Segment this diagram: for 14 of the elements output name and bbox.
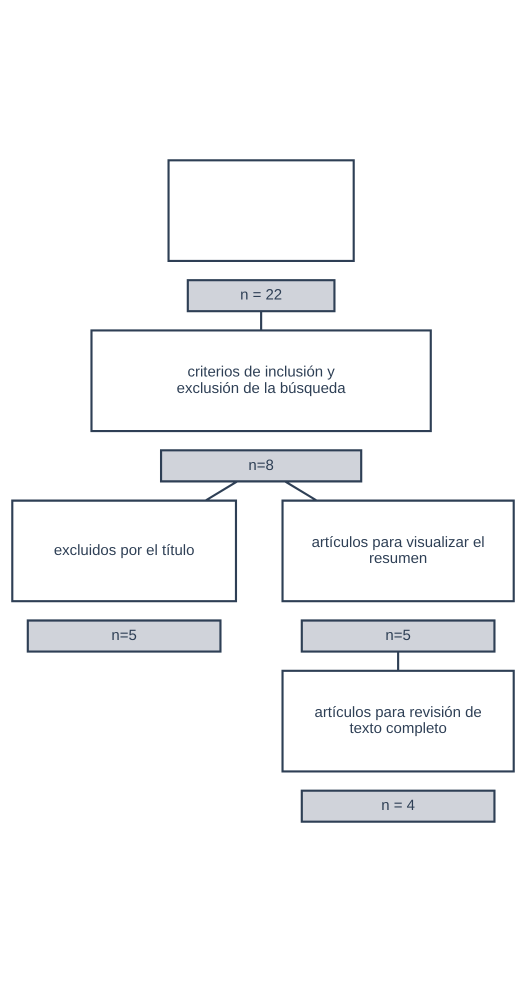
- node-box: artículos para visualizar el resumen: [281, 499, 515, 602]
- node-box: n = 22: [186, 278, 336, 312]
- connector: [284, 480, 318, 501]
- node-box: [167, 158, 355, 262]
- node-box: n = 4: [300, 789, 496, 822]
- node-box: artículos para revisión de texto completo: [281, 669, 515, 772]
- node-box: criterios de inclusión y exclusión de la búsqueda: [90, 328, 432, 432]
- node-box: excluidos por el título: [11, 499, 238, 602]
- node-box: n=5: [26, 618, 222, 652]
- node-box: n=8: [160, 448, 362, 482]
- connector: [260, 311, 262, 330]
- node-box: n=5: [300, 618, 496, 652]
- connector: [397, 651, 400, 670]
- connector: [205, 480, 238, 501]
